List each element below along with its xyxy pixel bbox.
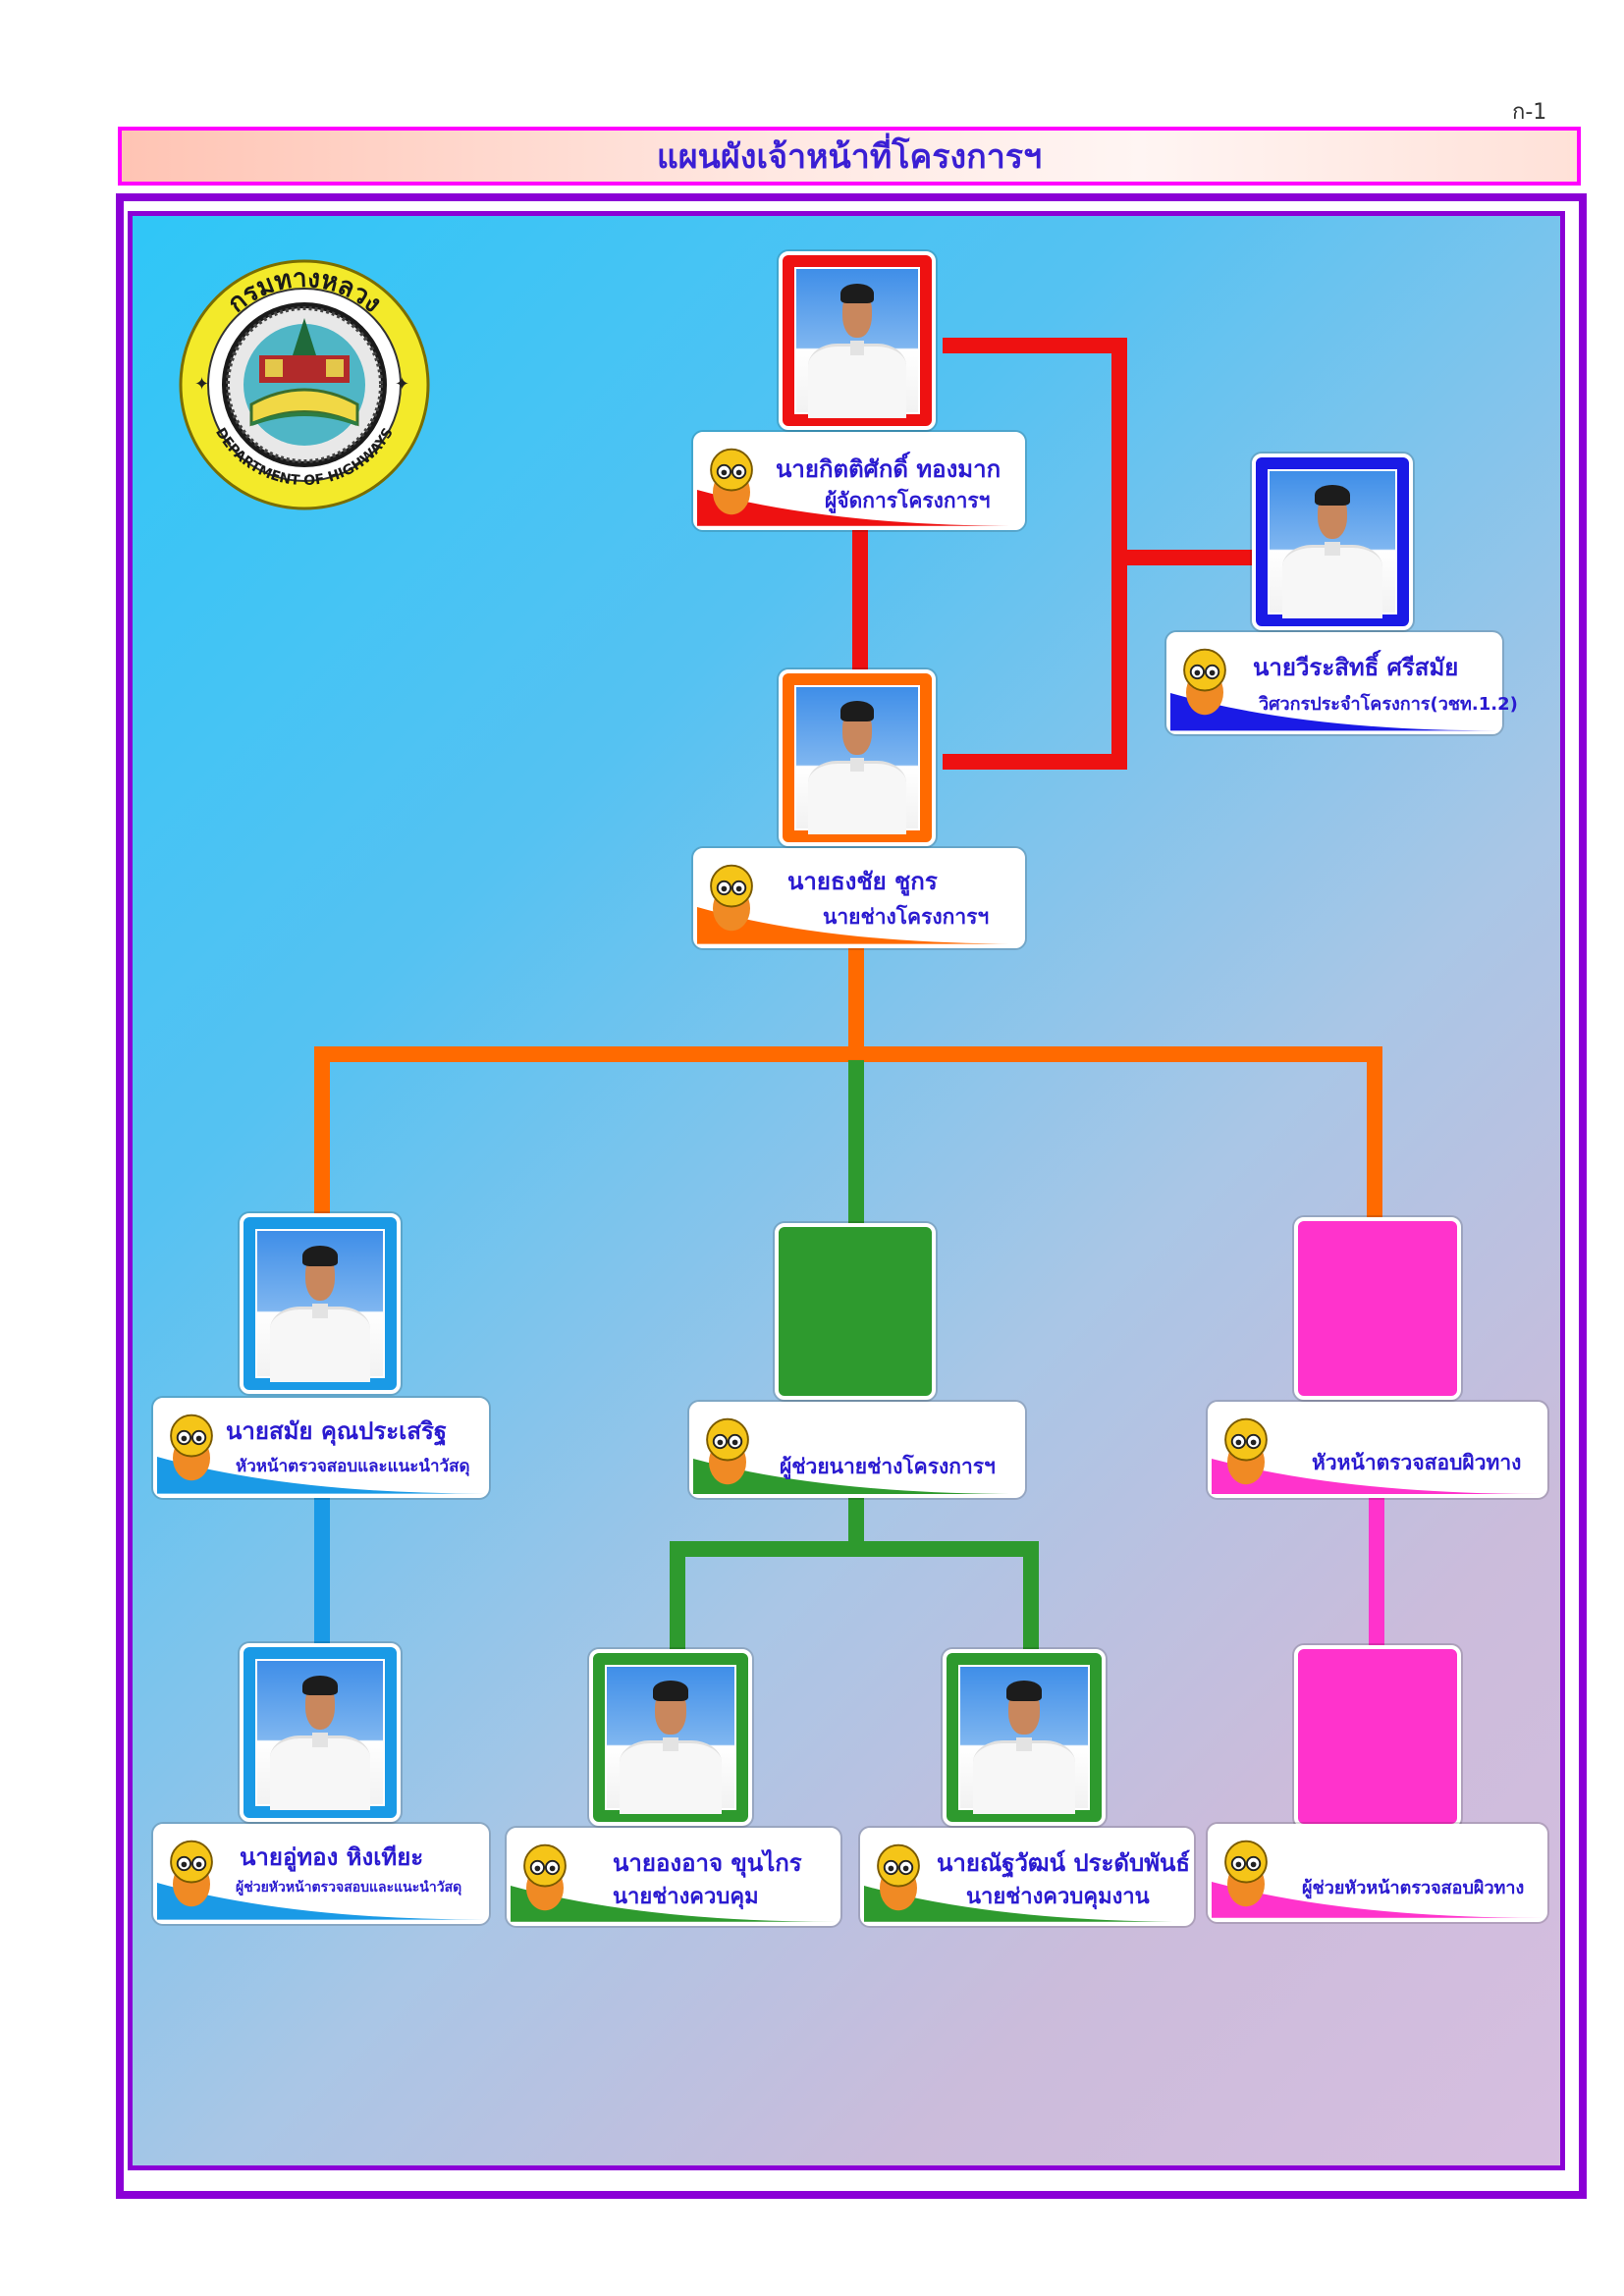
assistant-engineer-role: ผู้ช่วยนายช่างโครงการฯ xyxy=(780,1455,996,1478)
controller-1-card: นายองอาจ ขุนไกร นายช่างควบคุม xyxy=(507,1828,840,1926)
connector-manager-engineer xyxy=(852,530,868,673)
connector-engineer-right xyxy=(943,754,1127,770)
connector-to-consultant xyxy=(1111,550,1261,565)
engineer-photo xyxy=(779,669,936,846)
mascot-icon xyxy=(523,1843,567,1911)
svg-text:✦: ✦ xyxy=(194,374,209,395)
controller-2-role: นายช่างควบคุมงาน xyxy=(966,1885,1150,1909)
materials-head-photo xyxy=(240,1213,401,1394)
engineer-card: นายธงชัย ชูกร นายช่างโครงการฯ xyxy=(693,848,1025,948)
assistant-engineer-card: ผู้ช่วยนายช่างโครงการฯ xyxy=(689,1402,1025,1498)
assistant-engineer-photo-placeholder xyxy=(775,1223,936,1400)
controller-1-photo xyxy=(589,1649,752,1826)
mascot-icon xyxy=(710,864,753,932)
surface-head-card: หัวหน้าตรวจสอบผิวทาง xyxy=(1208,1402,1547,1498)
materials-head-role: หัวหน้าตรวจสอบและแนะนำวัสดุ xyxy=(236,1457,470,1476)
manager-photo xyxy=(779,251,936,430)
mascot-icon xyxy=(706,1417,749,1485)
materials-assistant-photo xyxy=(240,1643,401,1822)
connector-surface-down xyxy=(1369,1498,1384,1651)
surface-head-role: หัวหน้าตรวจสอบผิวทาง xyxy=(1312,1451,1522,1474)
manager-card: นายกิตติศักดิ์ ทองมาก ผู้จัดการโครงการฯ xyxy=(693,432,1025,530)
connector-to-assistant xyxy=(848,1060,864,1227)
materials-assistant-card: นายอู่ทอง หิงเทียะ ผู้ช่วยหัวหน้าตรวจสอบ… xyxy=(153,1824,489,1924)
consultant-role: วิศวกรประจำโครงการ(วชท.1.2) xyxy=(1259,694,1518,715)
consultant-photo xyxy=(1252,454,1413,630)
materials-head-card: นายสมัย คุณประเสริฐ หัวหน้าตรวจสอบและแนะ… xyxy=(153,1398,489,1498)
controller-2-name: นายณัฐวัฒน์ ประดับพันธ์ xyxy=(937,1849,1191,1877)
manager-role: ผู้จัดการโครงการฯ xyxy=(825,489,991,512)
mascot-icon xyxy=(877,1843,920,1911)
mascot-icon xyxy=(710,448,753,515)
surface-assistant-card: ผู้ช่วยหัวหน้าตรวจสอบผิวทาง xyxy=(1208,1824,1547,1922)
mascot-icon xyxy=(170,1840,213,1907)
mascot-icon xyxy=(1183,648,1226,716)
connector-to-materials xyxy=(314,1046,330,1217)
connector-to-controller-1 xyxy=(670,1541,685,1655)
mascot-icon xyxy=(1224,1417,1268,1485)
manager-name: นายกิตติศักดิ์ ทองมาก xyxy=(776,455,1001,483)
connector-manager-right xyxy=(943,338,1127,353)
controller-2-card: นายณัฐวัฒน์ ประดับพันธ์ นายช่างควบคุมงาน xyxy=(860,1828,1194,1926)
page-title: แผนผังเจ้าหน้าที่โครงการฯ xyxy=(656,137,1043,177)
surface-assistant-role: ผู้ช่วยหัวหน้าตรวจสอบผิวทาง xyxy=(1302,1878,1525,1898)
department-of-highways-logo: ✦ ✦ กรมทางหลวง DEPARTMENT OF HIGHWAYS xyxy=(179,259,430,510)
controller-2-photo xyxy=(943,1649,1106,1826)
connector-assistant-down xyxy=(848,1498,864,1553)
connector-engineer-horizontal xyxy=(314,1046,1382,1062)
connector-materials-down xyxy=(314,1498,330,1651)
controller-1-name: นายองอาจ ขุนไกร xyxy=(613,1849,802,1877)
connector-engineer-down xyxy=(848,948,864,1052)
consultant-card: นายวีระสิทธิ์ ศรีสมัย วิศวกรประจำโครงการ… xyxy=(1166,632,1518,734)
mascot-icon xyxy=(170,1414,213,1481)
controller-1-role: นายช่างควบคุม xyxy=(613,1885,759,1909)
consultant-name: นายวีระสิทธิ์ ศรีสมัย xyxy=(1253,654,1459,681)
svg-text:✦: ✦ xyxy=(395,374,409,395)
engineer-role: นายช่างโครงการฯ xyxy=(823,905,990,929)
mascot-icon xyxy=(1224,1840,1268,1907)
materials-assistant-role: ผู้ช่วยหัวหน้าตรวจสอบและแนะนำวัสดุ xyxy=(236,1880,462,1896)
page-number: ก-1 xyxy=(1512,100,1547,125)
title-banner: แผนผังเจ้าหน้าที่โครงการฯ xyxy=(118,127,1581,186)
materials-assistant-name: นายอู่ทอง หิงเทียะ xyxy=(240,1843,424,1871)
materials-head-name: นายสมัย คุณประเสริฐ xyxy=(226,1417,448,1445)
engineer-name: นายธงชัย ชูกร xyxy=(787,868,938,895)
connector-assistant-horizontal xyxy=(670,1541,1039,1557)
connector-to-controller-2 xyxy=(1023,1541,1039,1655)
surface-assistant-photo-placeholder xyxy=(1294,1645,1461,1828)
connector-to-surface xyxy=(1367,1046,1382,1221)
surface-head-photo-placeholder xyxy=(1294,1217,1461,1400)
